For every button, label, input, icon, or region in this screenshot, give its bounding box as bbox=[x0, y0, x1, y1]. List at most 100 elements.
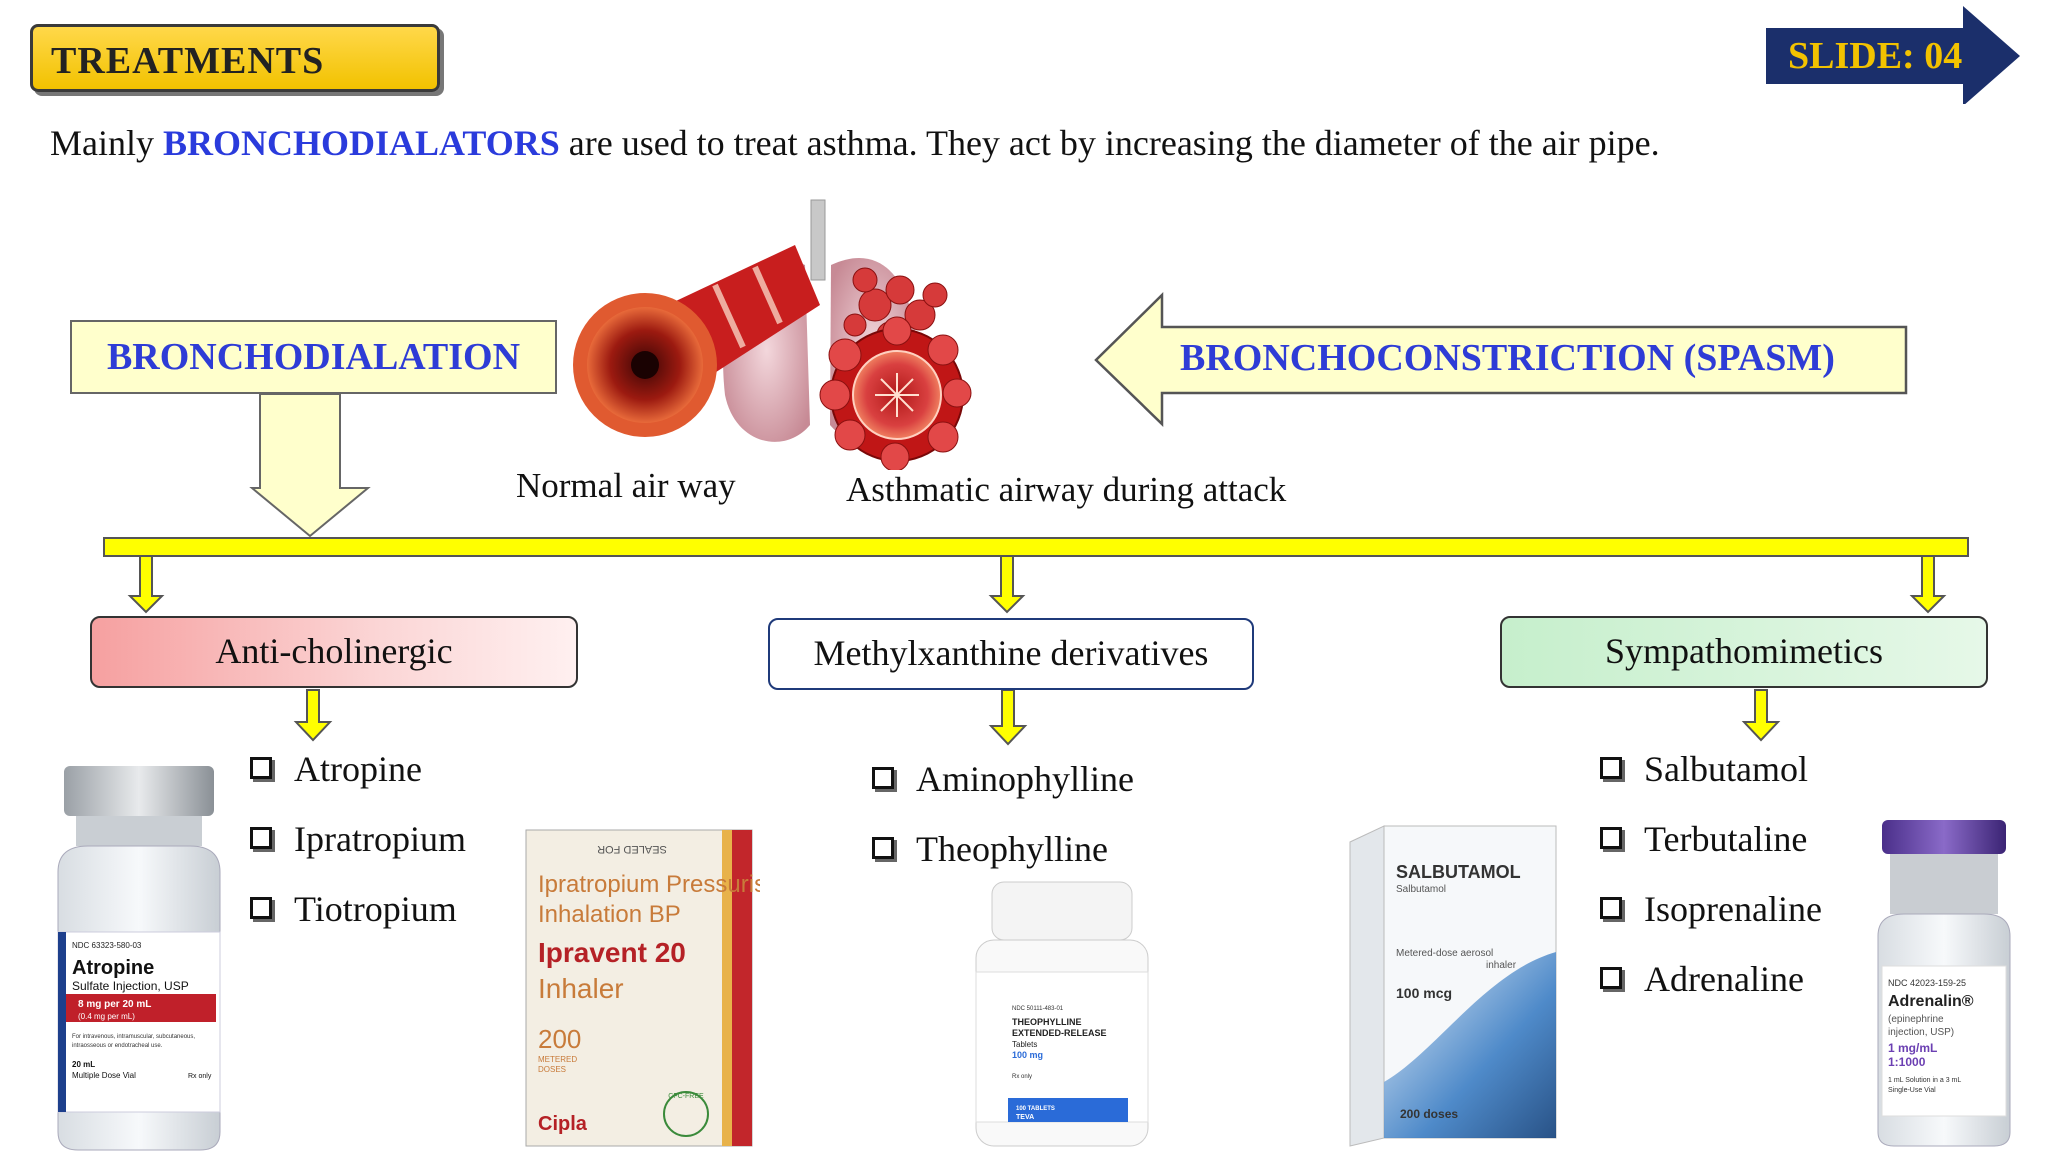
drug-name: Ipratropium bbox=[294, 819, 466, 859]
adrenalin-ratio: 1:1000 bbox=[1888, 1055, 1926, 1069]
ipravent-doses: 200 bbox=[538, 1024, 581, 1054]
drug-name: Salbutamol bbox=[1644, 749, 1808, 789]
checkbox-icon bbox=[1600, 897, 1622, 919]
ipravent-doses-label2: DOSES bbox=[538, 1065, 566, 1074]
salbutamol-desc2: inhaler bbox=[1486, 960, 1517, 971]
atropine-vial-type: Multiple Dose Vial bbox=[72, 1071, 136, 1080]
bronchoconstriction-label: BRONCHOCONSTRICTION (SPASM) bbox=[1180, 337, 1835, 379]
drug-name: Aminophylline bbox=[916, 759, 1134, 799]
sympathomimetics-drug-list: Salbutamol Terbutaline Isoprenaline Adre… bbox=[1600, 748, 1822, 1028]
slide-number-arrow: SLIDE: 04 bbox=[1758, 4, 2023, 106]
adrenalin-sub2: injection, USP) bbox=[1888, 1027, 1954, 1038]
salbutamol-doses: 200 doses bbox=[1400, 1107, 1458, 1121]
intro-text-start: Mainly bbox=[50, 123, 163, 163]
theophylline-ndc: NDC 50111-483-01 bbox=[1012, 1006, 1064, 1012]
bronchodilation-down-arrow bbox=[249, 393, 371, 538]
ipravent-maker: Cipla bbox=[538, 1113, 588, 1135]
adrenalin-vial-image: NDC 42023-159-25 Adrenalin® (epinephrine… bbox=[1877, 820, 2011, 1147]
checkbox-icon bbox=[1600, 827, 1622, 849]
bar-down-arrows bbox=[127, 555, 1947, 614]
ipravent-badge: CFC-FREE bbox=[668, 1093, 704, 1100]
category-down-arrows bbox=[293, 689, 1781, 746]
adrenalin-sub1: (epinephrine bbox=[1888, 1014, 1944, 1025]
list-item: Terbutaline bbox=[1600, 818, 1822, 888]
leaf-icon bbox=[663, 1091, 709, 1137]
arrow-right-icon bbox=[1766, 6, 2020, 106]
atropine-route2: intraosseous or endotracheal use. bbox=[72, 1043, 163, 1049]
bronchoconstriction-left-arrow bbox=[1094, 292, 1908, 427]
list-item: Atropine bbox=[250, 748, 466, 818]
ipravent-form: Inhaler bbox=[538, 973, 624, 1004]
checkbox-icon bbox=[872, 767, 894, 789]
ipravent-doses-label1: METERED bbox=[538, 1055, 577, 1064]
category-sympathomimetics: Sympathomimetics bbox=[1500, 616, 1988, 688]
salbutamol-name: SALBUTAMOL bbox=[1396, 862, 1521, 882]
ipravent-box-image: SEALED FOR Ipratropium Pressurised Inhal… bbox=[525, 829, 760, 1147]
checkbox-icon bbox=[250, 897, 272, 919]
intro-highlight: BRONCHODIALATORS bbox=[163, 123, 560, 163]
atropine-strength: 8 mg per 20 mL bbox=[78, 999, 151, 1010]
salbutamol-strength: 100 mcg bbox=[1396, 985, 1452, 1001]
atropine-volume: 20 mL bbox=[72, 1060, 95, 1069]
atropine-route1: For intravenous, intramuscular, subcutan… bbox=[72, 1034, 195, 1040]
theophylline-strength: 100 mg bbox=[1012, 1050, 1043, 1060]
checkbox-icon bbox=[250, 757, 272, 779]
adrenalin-vial-type: Single-Use Vial bbox=[1888, 1087, 1936, 1094]
anticholinergic-drug-list: Atropine Ipratropium Tiotropium bbox=[250, 748, 466, 958]
ipravent-line2: Inhalation BP bbox=[538, 901, 681, 928]
adrenalin-name: Adrenalin® bbox=[1888, 993, 1974, 1010]
ipravent-sealed: SEALED FOR bbox=[597, 843, 667, 855]
theophylline-line2: EXTENDED-RELEASE bbox=[1012, 1028, 1107, 1038]
drug-name: Isoprenaline bbox=[1644, 889, 1822, 929]
salbutamol-sub: Salbutamol bbox=[1396, 884, 1446, 895]
drug-name: Atropine bbox=[294, 749, 422, 789]
list-item: Theophylline bbox=[872, 828, 1134, 898]
category-bar bbox=[103, 537, 1969, 557]
category-methylxanthine: Methylxanthine derivatives bbox=[768, 618, 1254, 690]
category-anticholinergic: Anti-cholinergic bbox=[90, 616, 578, 688]
checkbox-icon bbox=[1600, 757, 1622, 779]
theophylline-maker: TEVA bbox=[1016, 1114, 1034, 1121]
theophylline-bottle-image: NDC 50111-483-01 THEOPHYLLINE EXTENDED-R… bbox=[975, 881, 1149, 1147]
salbutamol-desc1: Metered-dose aerosol bbox=[1396, 948, 1493, 959]
section-title: TREATMENTS bbox=[51, 40, 325, 82]
list-item: Ipratropium bbox=[250, 818, 466, 888]
list-item: Tiotropium bbox=[250, 888, 466, 958]
atropine-rx: Rx only bbox=[188, 1073, 212, 1080]
list-item: Aminophylline bbox=[872, 758, 1134, 828]
caption-asthmatic-airway: Asthmatic airway during attack bbox=[846, 470, 1287, 509]
atropine-sub: Sulfate Injection, USP bbox=[72, 979, 189, 993]
list-item: Isoprenaline bbox=[1600, 888, 1822, 958]
atropine-conc: (0.4 mg per mL) bbox=[78, 1012, 135, 1021]
theophylline-line3: Tablets bbox=[1012, 1040, 1037, 1049]
ipravent-brand: Ipravent 20 bbox=[538, 937, 686, 968]
intro-sentence: Mainly BRONCHODIALATORS are used to trea… bbox=[50, 122, 1660, 164]
intro-text-end: are used to treat asthma. They act by in… bbox=[559, 123, 1660, 163]
atropine-vial-image: NDC 63323-580-03 Atropine Sulfate Inject… bbox=[57, 766, 221, 1151]
drug-name: Theophylline bbox=[916, 829, 1108, 869]
methylxanthine-drug-list: Aminophylline Theophylline bbox=[872, 758, 1134, 898]
drug-name: Adrenaline bbox=[1644, 959, 1804, 999]
checkbox-icon bbox=[872, 837, 894, 859]
adrenalin-ndc: NDC 42023-159-25 bbox=[1888, 978, 1966, 988]
theophylline-count: 100 TABLETS bbox=[1016, 1106, 1055, 1112]
atropine-ndc: NDC 63323-580-03 bbox=[72, 941, 142, 950]
drug-name: Terbutaline bbox=[1644, 819, 1808, 859]
section-title-box: TREATMENTS bbox=[30, 24, 440, 92]
adrenalin-conc: 1 mg/mL bbox=[1888, 1041, 1937, 1055]
salbutamol-box-image: SALBUTAMOL Salbutamol Metered-dose aeros… bbox=[1349, 825, 1557, 1147]
drug-name: Tiotropium bbox=[294, 889, 457, 929]
caption-normal-airway: Normal air way bbox=[516, 466, 736, 505]
slide-number: SLIDE: 04 bbox=[1788, 35, 1963, 77]
checkbox-icon bbox=[250, 827, 272, 849]
atropine-name: Atropine bbox=[72, 957, 154, 979]
asthmatic-airway bbox=[819, 316, 972, 470]
checkbox-icon bbox=[1600, 967, 1622, 989]
ipravent-line1: Ipratropium Pressurised bbox=[538, 871, 760, 898]
theophylline-rx: Rx only bbox=[1012, 1074, 1032, 1080]
list-item: Adrenaline bbox=[1600, 958, 1822, 1028]
adrenalin-vol: 1 mL Solution in a 3 mL bbox=[1888, 1077, 1961, 1084]
theophylline-line1: THEOPHYLLINE bbox=[1012, 1017, 1082, 1027]
list-item: Salbutamol bbox=[1600, 748, 1822, 818]
